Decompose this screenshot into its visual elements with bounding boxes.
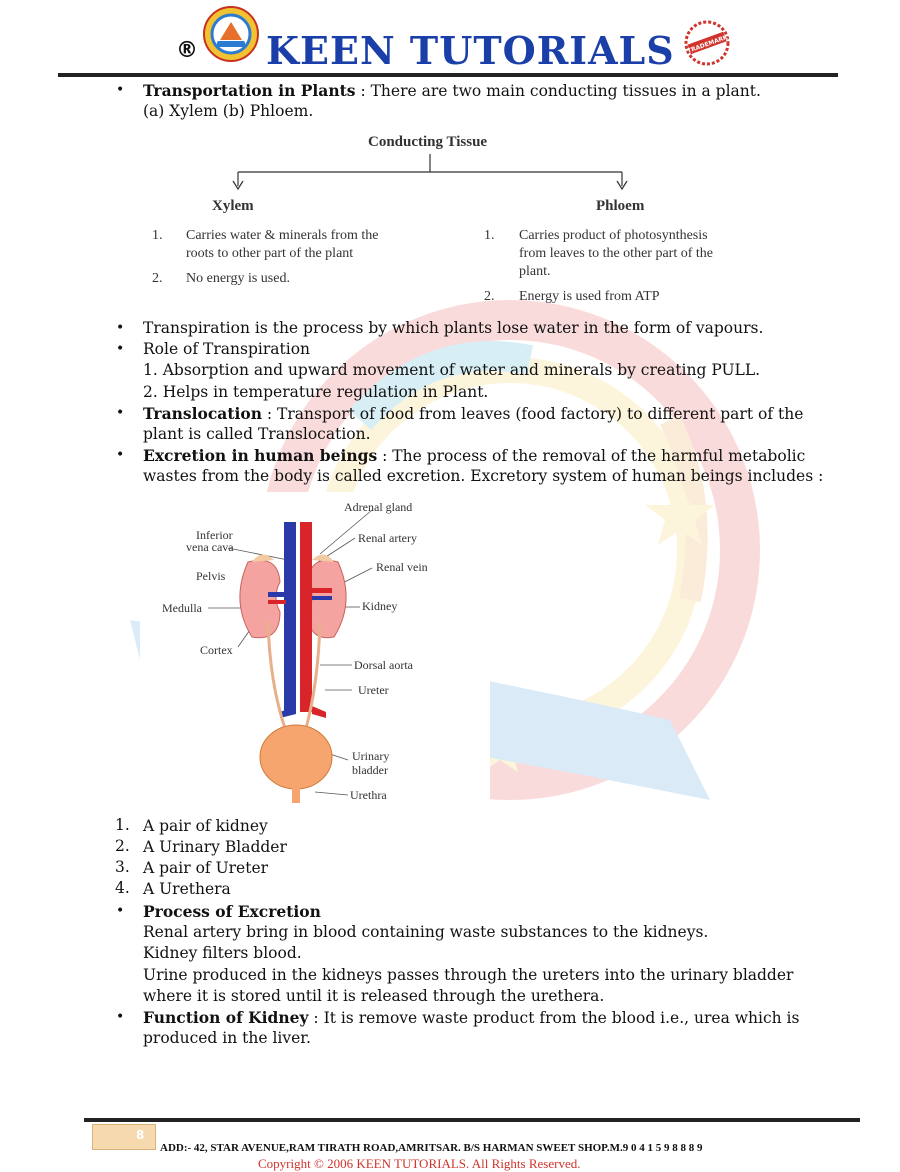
organ-item: A Urinary Bladder xyxy=(143,838,287,856)
label-urinary-bladder: bladder xyxy=(352,763,388,777)
bullet-icon: • xyxy=(116,320,125,336)
organ-number: 2. xyxy=(115,837,130,855)
organ-item: A pair of kidney xyxy=(143,817,268,835)
label-cortex: Cortex xyxy=(200,643,233,657)
label-dorsal-aorta: Dorsal aorta xyxy=(354,658,413,672)
label-urethra: Urethra xyxy=(350,788,387,802)
bullet-icon: • xyxy=(116,405,125,421)
xylem-item-line: roots to other part of the plant xyxy=(186,246,354,261)
kidney-function-line2: produced in the liver. xyxy=(143,1029,311,1047)
bullet-icon: • xyxy=(116,903,125,919)
organ-item: A Urethera xyxy=(143,880,231,898)
phloem-item-line: Energy is used from ATP xyxy=(519,289,660,304)
footer-address: ADD:- 42, STAR AVENUE,RAM TIRATH ROAD,AM… xyxy=(160,1142,703,1154)
transpiration-role-1: 1. Absorption and upward movement of wat… xyxy=(143,361,761,379)
xylem-heading: Xylem xyxy=(212,198,254,214)
xylem-item-num: 1. xyxy=(152,228,163,243)
kidney-function-paragraph: Function of Kidney : It is remove waste … xyxy=(143,1007,799,1029)
process-line: Renal artery bring in blood containing w… xyxy=(143,923,709,941)
kidney-function-heading: Function of Kidney xyxy=(143,1008,309,1027)
organ-number: 1. xyxy=(115,816,130,834)
label-kidney: Kidney xyxy=(362,599,398,613)
translocation-text: : Transport of food from leaves (food fa… xyxy=(261,405,804,423)
phloem-item-line: from leaves to the other part of the xyxy=(519,246,713,261)
transpiration-definition: Transpiration is the process by which pl… xyxy=(143,319,764,337)
phloem-item-num: 2. xyxy=(484,289,495,304)
organ-item: A pair of Ureter xyxy=(143,859,269,877)
process-line: Kidney filters blood. xyxy=(143,944,302,962)
label-ureter: Ureter xyxy=(358,683,389,697)
conducting-tissue-branches xyxy=(232,154,628,191)
organ-number: 4. xyxy=(115,879,130,897)
footer-divider xyxy=(84,1118,860,1122)
xylem-item-num: 2. xyxy=(152,271,163,286)
excretion-text: : The process of the removal of the harm… xyxy=(377,447,806,465)
excretory-system-diagram xyxy=(208,509,373,803)
brand-title: KEEN TUTORIALS xyxy=(266,28,675,73)
header-divider xyxy=(58,73,838,77)
label-urinary-bladder: Urinary xyxy=(352,749,390,763)
xylem-item-line: No energy is used. xyxy=(186,271,290,286)
kidney-function-text: : It is remove waste product from the bl… xyxy=(308,1009,800,1027)
label-inferior-vena-cava: Inferior xyxy=(196,528,233,542)
translocation-line2: plant is called Translocation. xyxy=(143,425,371,443)
page-number: 8 xyxy=(136,1128,145,1142)
label-pelvis: Pelvis xyxy=(196,569,226,583)
trademark-stamp-icon: TRADEMARK xyxy=(684,20,730,66)
excretion-paragraph: Excretion in human beings : The process … xyxy=(143,445,805,467)
process-heading: Process of Excretion xyxy=(143,901,321,923)
label-inferior-vena-cava: vena cava xyxy=(186,540,234,554)
label-adrenal-gland: Adrenal gland xyxy=(344,500,413,514)
transport-heading: Transportation in Plants xyxy=(143,81,356,100)
transport-paragraph: Transportation in Plants : There are two… xyxy=(143,80,761,102)
transpiration-role-2: 2. Helps in temperature regulation in Pl… xyxy=(143,383,489,401)
translocation-heading: Translocation xyxy=(143,404,262,423)
organ-number: 3. xyxy=(115,858,130,876)
phloem-item-num: 1. xyxy=(484,228,495,243)
phloem-item-line: plant. xyxy=(519,264,551,279)
label-renal-vein: Renal vein xyxy=(376,560,428,574)
process-heading-text: Process of Excretion xyxy=(143,902,321,921)
label-medulla: Medulla xyxy=(162,601,202,615)
page-number-tab xyxy=(92,1124,156,1150)
institute-seal-icon xyxy=(203,6,259,62)
transpiration-role-heading: Role of Transpiration xyxy=(143,340,311,358)
bullet-icon: • xyxy=(116,447,125,463)
label-renal-artery: Renal artery xyxy=(358,531,417,545)
excretion-line2: wastes from the body is called excretion… xyxy=(143,467,824,485)
conducting-tissue-title: Conducting Tissue xyxy=(368,134,488,150)
process-line: Urine produced in the kidneys passes thr… xyxy=(143,966,794,984)
translocation-paragraph: Translocation : Transport of food from l… xyxy=(143,403,803,425)
process-line: where it is stored until it is released … xyxy=(143,987,605,1005)
bullet-icon: • xyxy=(116,341,125,357)
bullet-icon: • xyxy=(116,82,125,98)
page-header: ® KEEN TUTORIALS TRADEMARK xyxy=(0,0,900,82)
excretion-heading: Excretion in human beings xyxy=(143,446,378,465)
bullet-icon: • xyxy=(116,1009,125,1025)
xylem-item-line: Carries water & minerals from the xyxy=(186,228,379,243)
transport-text: : There are two main conducting tissues … xyxy=(355,82,761,100)
phloem-item-line: Carries product of photosynthesis xyxy=(519,228,708,243)
excretory-system-figure: Adrenal gland Inferior vena cava Renal a… xyxy=(140,492,490,810)
phloem-heading: Phloem xyxy=(596,198,645,214)
transport-line2: (a) Xylem (b) Phloem. xyxy=(143,102,314,120)
footer-copyright: Copyright © 2006 KEEN TUTORIALS. All Rig… xyxy=(258,1156,581,1171)
registered-mark: ® xyxy=(176,38,198,63)
